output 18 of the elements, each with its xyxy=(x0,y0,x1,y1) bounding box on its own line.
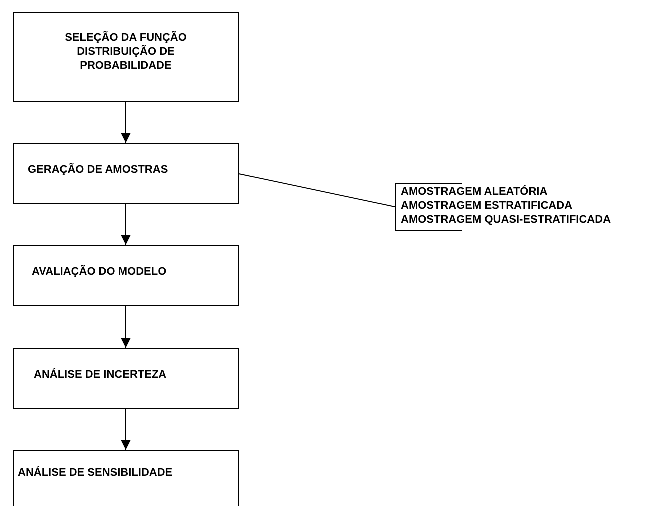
box-label: AVALIAÇÃO DO MODELO xyxy=(32,264,167,278)
box-label: ANÁLISE DE SENSIBILIDADE xyxy=(18,466,173,480)
arrow xyxy=(121,204,131,246)
leader-line xyxy=(238,174,396,208)
arrow xyxy=(121,102,131,144)
process-box xyxy=(13,12,239,102)
process-box xyxy=(13,143,239,204)
arrow xyxy=(121,306,131,348)
annotation-text: AMOSTRAGEM ESTRATIFICADA xyxy=(401,200,573,212)
annotation-text: AMOSTRAGEM ALEATÓRIA xyxy=(401,186,548,198)
box-label: SELEÇÃO DA FUNÇÃO DISTRIBUIÇÃO DE PROBABILIDADE xyxy=(64,31,188,73)
box-label: ANÁLISE DE INCERTEZA xyxy=(34,368,167,382)
arrow xyxy=(121,408,131,450)
process-box xyxy=(13,348,239,409)
box-label: GERAÇÃO DE AMOSTRAS xyxy=(28,162,168,176)
process-box xyxy=(13,245,239,306)
annotation-text: AMOSTRAGEM QUASI-ESTRATIFICADA xyxy=(401,214,612,226)
process-box xyxy=(13,450,239,506)
